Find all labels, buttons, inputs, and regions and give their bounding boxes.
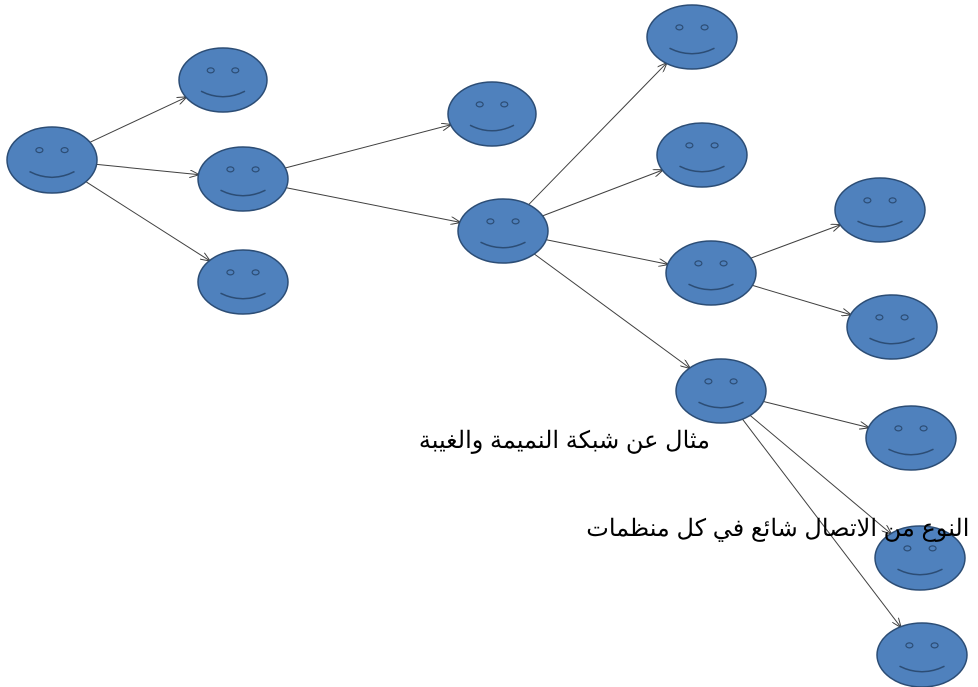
right-eye-icon — [231, 67, 240, 74]
smiley-face-icon — [197, 249, 289, 315]
edge-arrow-n5-n8 — [546, 239, 667, 265]
smiley-face-icon — [874, 525, 966, 591]
right-eye-icon — [930, 642, 939, 649]
edge-arrow-n2-n4 — [285, 125, 450, 169]
edge-arrow-n9-n14 — [742, 418, 900, 627]
left-eye-icon — [905, 642, 914, 649]
smiley-face-icon — [646, 4, 738, 70]
right-eye-icon — [928, 545, 937, 552]
right-eye-icon — [511, 218, 520, 225]
edge-arrow-n5-n9 — [534, 253, 689, 368]
edge-arrow-n0-n2 — [96, 163, 199, 174]
right-eye-icon — [700, 24, 709, 31]
smile-mouth-icon — [669, 47, 715, 55]
right-eye-icon — [729, 378, 738, 385]
left-eye-icon — [675, 24, 684, 31]
left-eye-icon — [35, 147, 44, 154]
person-node-n10 — [834, 177, 926, 243]
left-eye-icon — [226, 269, 235, 276]
person-node-n7 — [656, 122, 748, 188]
right-eye-icon — [719, 260, 728, 267]
smile-mouth-icon — [679, 165, 725, 173]
person-node-n11 — [846, 294, 938, 360]
edges-layer — [85, 63, 901, 627]
smile-mouth-icon — [888, 448, 934, 456]
smiley-face-icon — [197, 146, 289, 212]
person-node-n4 — [447, 81, 537, 147]
smile-mouth-icon — [220, 292, 266, 300]
edge-arrow-n8-n10 — [750, 225, 840, 259]
person-node-n13 — [874, 525, 966, 591]
smile-mouth-icon — [220, 189, 266, 197]
smile-mouth-icon — [869, 337, 915, 345]
left-eye-icon — [206, 67, 215, 74]
left-eye-icon — [903, 545, 912, 552]
right-eye-icon — [888, 197, 897, 204]
right-eye-icon — [900, 314, 909, 321]
person-node-n8 — [665, 240, 757, 306]
edge-arrow-n2-n5 — [286, 187, 459, 223]
nodes-layer — [6, 4, 968, 687]
person-node-n1 — [178, 47, 268, 113]
person-node-n3 — [197, 249, 289, 315]
left-eye-icon — [875, 314, 884, 321]
edge-arrow-n9-n12 — [763, 401, 869, 428]
smiley-face-icon — [656, 122, 748, 188]
person-node-n9 — [675, 358, 767, 424]
edge-arrow-n0-n1 — [89, 97, 186, 143]
edge-arrow-n9-n13 — [749, 415, 891, 533]
smiley-face-icon — [6, 126, 98, 194]
smiley-face-icon — [675, 358, 767, 424]
smiley-face-icon — [665, 240, 757, 306]
smile-mouth-icon — [897, 568, 943, 576]
smile-mouth-icon — [857, 220, 903, 228]
edge-arrow-n0-n3 — [85, 181, 210, 261]
diagram-caption-title: مثال عن شبكة النميمة والغيبة — [418, 427, 710, 454]
right-eye-icon — [60, 147, 69, 154]
right-eye-icon — [251, 269, 260, 276]
smiley-face-icon — [876, 622, 968, 687]
right-eye-icon — [919, 425, 928, 432]
smile-mouth-icon — [29, 170, 75, 179]
smiley-face-icon — [834, 177, 926, 243]
right-eye-icon — [251, 166, 260, 173]
left-eye-icon — [894, 425, 903, 432]
left-eye-icon — [475, 101, 484, 108]
smile-mouth-icon — [480, 241, 526, 249]
smiley-face-icon — [457, 198, 549, 264]
right-eye-icon — [710, 142, 719, 149]
left-eye-icon — [694, 260, 703, 267]
smile-mouth-icon — [698, 401, 744, 409]
person-node-n0 — [6, 126, 98, 194]
smiley-face-icon — [846, 294, 938, 360]
left-eye-icon — [863, 197, 872, 204]
smiley-face-icon — [178, 47, 268, 113]
right-eye-icon — [500, 101, 509, 108]
left-eye-icon — [685, 142, 694, 149]
left-eye-icon — [704, 378, 713, 385]
edge-arrow-n5-n7 — [542, 170, 663, 217]
smiley-face-icon — [447, 81, 537, 147]
person-node-n6 — [646, 4, 738, 70]
person-node-n2 — [197, 146, 289, 212]
smile-mouth-icon — [469, 124, 515, 132]
left-eye-icon — [226, 166, 235, 173]
left-eye-icon — [486, 218, 495, 225]
smile-mouth-icon — [899, 665, 945, 673]
smile-mouth-icon — [688, 283, 734, 291]
edge-arrow-n8-n11 — [752, 284, 851, 314]
smiley-face-icon — [865, 405, 957, 471]
person-node-n14 — [876, 622, 968, 687]
diagram-caption-subtitle: هذا النوع من الاتصال شائع في كل منظمات — [586, 515, 978, 542]
person-node-n5 — [457, 198, 549, 264]
person-node-n12 — [865, 405, 957, 471]
edge-arrow-n5-n6 — [528, 63, 667, 206]
smile-mouth-icon — [200, 90, 246, 98]
